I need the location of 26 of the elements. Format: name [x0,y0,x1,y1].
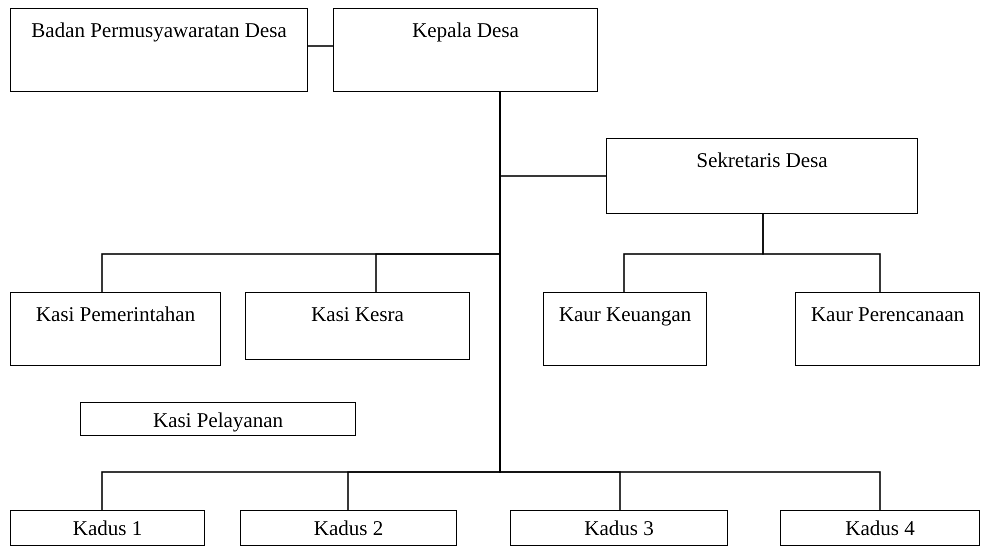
org-box [80,402,356,436]
org-box [543,292,707,366]
org-box [606,138,918,214]
org-box [795,292,980,366]
box-label: Badan Permusyawaratan Desa [30,17,288,44]
org-box [780,510,980,546]
org-box [510,510,728,546]
box-label: Kasi Kesra [310,301,405,328]
org-box [10,510,205,546]
org-box [10,292,221,366]
box-label: Kasi Pelayanan [152,407,284,434]
box-label: Kasi Pemerintahan [34,301,196,328]
org-box [333,8,598,92]
connector-line [762,214,881,292]
box-label: Kadus 2 [312,515,384,542]
connector-line [308,45,333,47]
box-label: Kadus 1 [72,515,144,542]
org-box [245,292,470,360]
box-label: Kadus 4 [844,515,916,542]
box-label: Kepala Desa [411,17,520,44]
org-box [10,8,308,92]
box-label: Kadus 3 [583,515,655,542]
box-label: Sekretaris Desa [695,147,829,174]
box-label: Kaur Keuangan [558,301,692,328]
org-box [240,510,457,546]
box-label: Kaur Perencanaan [810,301,966,328]
